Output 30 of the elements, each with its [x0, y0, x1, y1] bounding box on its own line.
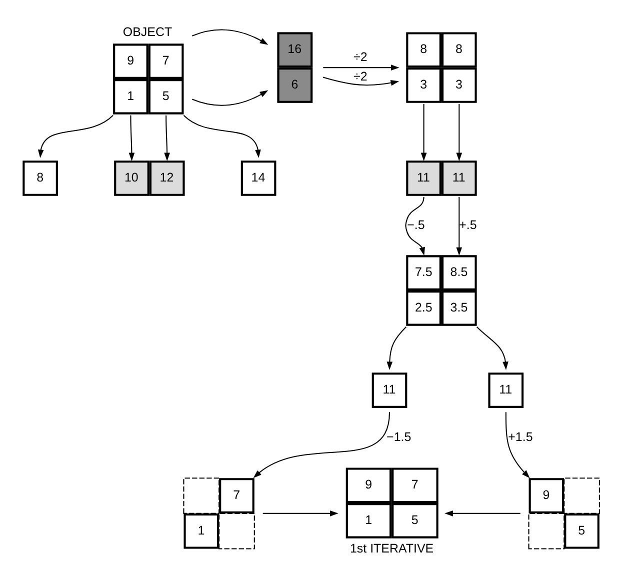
arrow — [456, 196, 462, 256]
arrow — [38, 114, 114, 158]
edge-label: +1.5 — [508, 430, 533, 444]
arrow — [128, 115, 135, 162]
node-box: 14 — [240, 160, 276, 196]
arrow — [405, 196, 425, 256]
arrow — [456, 104, 462, 162]
arrow — [476, 326, 508, 370]
arrow — [253, 412, 390, 478]
arrow — [323, 64, 400, 70]
edge-label: −1.5 — [386, 430, 412, 444]
arrow — [164, 115, 170, 162]
arrow — [262, 510, 338, 516]
arrow — [444, 510, 520, 516]
node-label: 1st ITERATIVE — [350, 542, 434, 556]
edge-label: −.5 — [407, 218, 425, 232]
arrow — [192, 29, 268, 45]
arrow — [192, 90, 268, 106]
node-box: 8 — [22, 160, 58, 196]
edge-label: +.5 — [459, 218, 477, 232]
arrow — [420, 104, 427, 162]
node-box: 11 — [488, 372, 524, 408]
arrow — [322, 76, 400, 86]
node-box: 11 — [372, 372, 408, 408]
arrow — [183, 114, 261, 158]
edge-label: ÷2 — [354, 50, 368, 64]
node-label: OBJECT — [122, 24, 172, 39]
arrow — [505, 412, 530, 478]
arrow — [386, 326, 407, 370]
edge-label: ÷2 — [354, 70, 368, 84]
